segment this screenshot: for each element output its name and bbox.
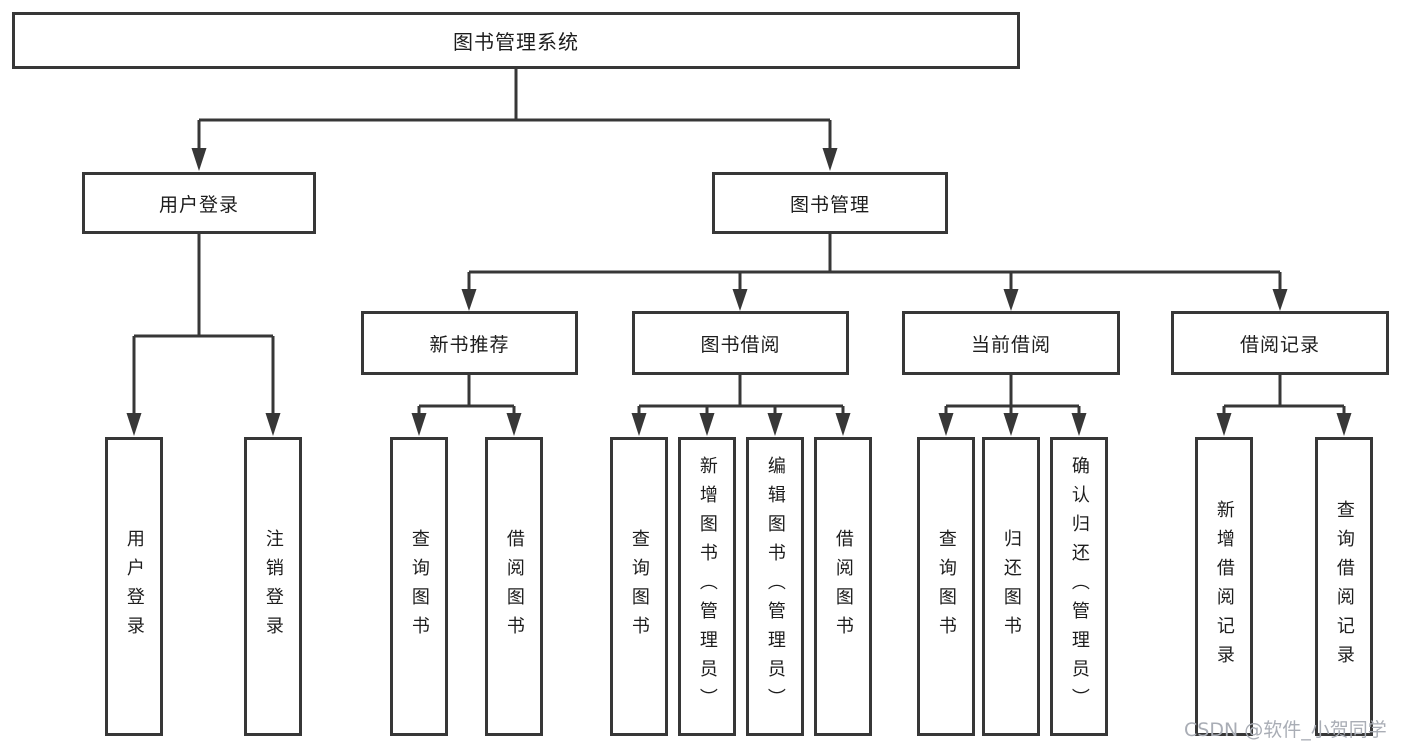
leaf-query-book-current: 查询图书 — [917, 437, 975, 736]
node-root-library-system: 图书管理系统 — [12, 12, 1020, 69]
leaf-label: 归还图书 — [1000, 528, 1022, 645]
node-label: 当前借阅 — [970, 333, 1051, 356]
node-label: 借阅记录 — [1239, 333, 1320, 356]
leaf-logout: 注销登录 — [244, 437, 302, 736]
leaf-label: 查询图书 — [628, 528, 650, 645]
leaf-label: 新增借阅记录 — [1213, 499, 1235, 674]
leaf-label: 借阅图书 — [832, 528, 854, 645]
node-user-login: 用户登录 — [82, 172, 316, 234]
leaf-edit-book-admin: 编辑图书（管理员） — [746, 437, 804, 736]
node-label: 图书管理 — [789, 193, 870, 216]
leaf-query-book-recommend: 查询图书 — [390, 437, 448, 736]
node-current-borrow: 当前借阅 — [902, 311, 1120, 375]
node-borrow-records: 借阅记录 — [1171, 311, 1389, 375]
node-book-management: 图书管理 — [712, 172, 948, 234]
leaf-label: 确认归还（管理员） — [1068, 456, 1090, 717]
leaf-label: 新增图书（管理员） — [696, 456, 718, 717]
leaf-label: 借阅图书 — [503, 528, 525, 645]
node-new-book-recommend: 新书推荐 — [361, 311, 578, 375]
node-label: 图书借阅 — [700, 333, 781, 356]
leaf-label: 查询图书 — [408, 528, 430, 645]
leaf-query-borrow-record: 查询借阅记录 — [1315, 437, 1373, 736]
leaf-user-login: 用户登录 — [105, 437, 163, 736]
leaf-confirm-return-admin: 确认归还（管理员） — [1050, 437, 1108, 736]
csdn-watermark: CSDN @软件_小贺同学 — [1184, 719, 1387, 741]
leaf-add-book-admin: 新增图书（管理员） — [678, 437, 736, 736]
node-label: 图书管理系统 — [453, 30, 579, 54]
leaf-label: 用户登录 — [123, 528, 145, 645]
node-label: 用户登录 — [158, 193, 239, 216]
leaf-add-borrow-record: 新增借阅记录 — [1195, 437, 1253, 736]
leaf-borrow-book-recommend: 借阅图书 — [485, 437, 543, 736]
leaf-return-book: 归还图书 — [982, 437, 1040, 736]
leaf-label: 查询借阅记录 — [1333, 499, 1355, 674]
leaf-label: 查询图书 — [935, 528, 957, 645]
node-label: 新书推荐 — [429, 333, 510, 356]
leaf-label: 注销登录 — [262, 528, 284, 645]
leaf-query-book-borrow: 查询图书 — [610, 437, 668, 736]
leaf-label: 编辑图书（管理员） — [764, 456, 786, 717]
leaf-borrow-book: 借阅图书 — [814, 437, 872, 736]
node-book-borrow: 图书借阅 — [632, 311, 849, 375]
